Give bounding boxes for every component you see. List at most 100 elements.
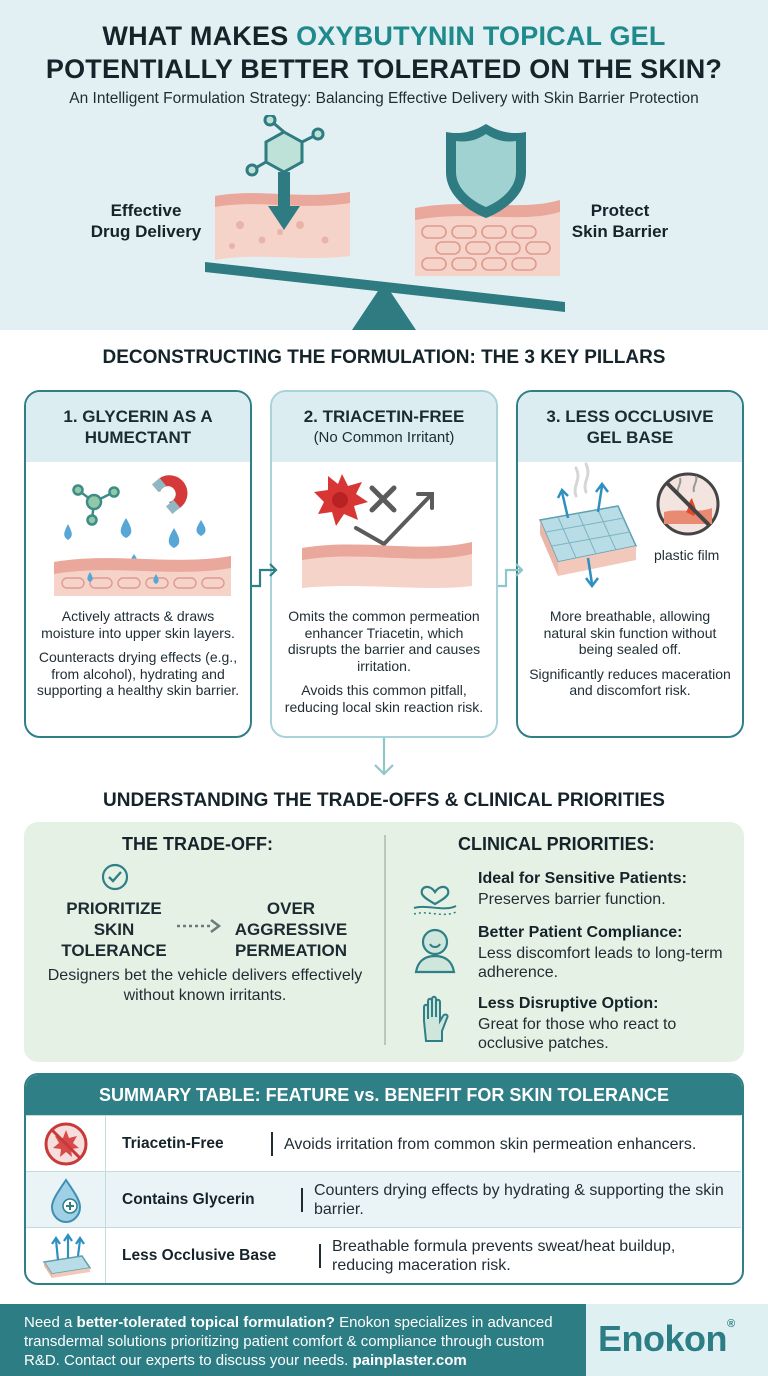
brand-logo-mark: ® <box>727 1318 735 1330</box>
pillar-glycerin: 1. GLYCERIN AS A HUMECTANT <box>24 390 252 738</box>
right-scale-label: Protect Skin Barrier <box>560 200 680 242</box>
priority-desc: Less discomfort leads to long-term adher… <box>478 945 723 981</box>
molecule-icon <box>72 484 120 526</box>
tradeoff-left-1: PRIORITIZE <box>66 899 162 918</box>
irritant-burst-icon <box>314 474 368 526</box>
priority-less-disruptive: Less Disruptive Option: Great for those … <box>410 995 730 1055</box>
footer-logo-panel <box>586 1304 768 1376</box>
magnet-icon <box>151 475 188 515</box>
title-highlight: OXYBUTYNIN TOPICAL GEL <box>296 21 666 51</box>
no-irritant-icon <box>44 1122 88 1166</box>
tradeoff-right-3: PERMEATION <box>234 941 348 960</box>
skin-layer-icon <box>302 542 472 588</box>
pillar-title-line1: 2. TRIACETIN-FREE <box>303 407 465 426</box>
footer-text-1: Need a <box>24 1314 77 1331</box>
priorities-title: CLINICAL PRIORITIES: <box>458 834 655 854</box>
check-arrow-icon <box>354 492 434 547</box>
pillar-p2: Significantly reduces maceration and dis… <box>529 665 731 699</box>
tradeoff-description: Designers bet the vehicle delivers effec… <box>47 967 363 1004</box>
pillar-title-line2: HUMECTANT <box>84 428 192 447</box>
header-banner <box>0 0 768 330</box>
pillar-subtitle: (No Common Irritant) <box>313 429 455 446</box>
tradeoff-right-block: OVER AGGRESSIVE PERMEATION <box>222 898 360 961</box>
pillars-heading: DECONSTRUCTING THE FORMULATION: THE 3 KE… <box>102 347 666 368</box>
table-feature: Less Occlusive Base <box>122 1247 277 1264</box>
cross-icon <box>369 485 397 513</box>
tradeoff-right-1: OVER <box>266 899 316 918</box>
pillar-illustration <box>26 462 250 602</box>
breathable-icon <box>42 1233 92 1278</box>
hand-icon <box>423 995 449 1042</box>
pillar-less-occlusive: 3. LESS OCCLUSIVE GEL BASE <box>516 390 744 738</box>
title-line2: POTENTIALLY BETTER TOLERATED ON THE SKIN… <box>45 54 723 84</box>
down-arrow-icon <box>374 738 394 776</box>
pillar-triacetin-free: 2. TRIACETIN-FREE (No Common Irritant) O… <box>270 390 498 738</box>
summary-table-heading: SUMMARY TABLE: FEATURE vs. BENEFIT FOR S… <box>26 1075 742 1115</box>
priority-title: Less Disruptive Option: <box>478 995 659 1012</box>
shield-icon <box>446 124 526 218</box>
left-label-line2: Drug Delivery <box>90 222 202 241</box>
priority-desc: Preserves barrier function. <box>478 891 666 908</box>
table-row-icon-cell <box>26 1116 106 1172</box>
tradeoff-right-2: AGGRESSIVE <box>234 920 348 939</box>
table-benefit: Avoids irritation from common skin perme… <box>284 1135 697 1153</box>
pillar-p2: Avoids this common pitfall, reducing loc… <box>284 682 484 715</box>
tradeoffs-divider <box>384 835 386 1045</box>
no-plastic-film-icon <box>656 472 720 536</box>
flow-arrow-icon <box>498 563 524 588</box>
table-row: Contains Glycerin Counters drying effect… <box>26 1171 741 1228</box>
tradeoffs-heading: UNDERSTANDING THE TRADE-OFFS & CLINICAL … <box>103 790 665 811</box>
heart-skin-icon <box>413 885 457 916</box>
priority-title: Ideal for Sensitive Patients: <box>478 870 687 887</box>
pillar-illustration: plastic film <box>518 462 742 602</box>
priority-compliance: Better Patient Compliance: Less discomfo… <box>410 924 730 984</box>
table-benefit: Breathable formula prevents sweat/heat b… <box>332 1238 676 1274</box>
breathable-mesh-icon <box>538 462 638 589</box>
balance-scale-illustration <box>205 115 565 330</box>
brand-logo: Enokon® <box>598 1318 735 1360</box>
pillar-title-line1: 1. GLYCERIN AS A <box>63 407 213 426</box>
table-separator <box>319 1244 321 1268</box>
left-label-line1: Effective <box>110 201 182 220</box>
summary-table: SUMMARY TABLE: FEATURE vs. BENEFIT FOR S… <box>24 1073 744 1285</box>
down-arrow-icon <box>268 172 300 230</box>
drop-plus-icon <box>50 1178 82 1224</box>
page-subtitle: An Intelligent Formulation Strategy: Bal… <box>69 90 699 107</box>
footer-text-bold: better-tolerated topical formulation? <box>76 1314 335 1331</box>
pillar-body: More breathable, allowing natural skin f… <box>518 602 742 699</box>
tradeoff-left-block: PRIORITIZE SKIN TOLERANCE <box>52 898 176 961</box>
table-feature: Triacetin-Free <box>122 1135 224 1152</box>
title-pre: WHAT MAKES <box>102 21 297 51</box>
pillar-title: 2. TRIACETIN-FREE (No Common Irritant) <box>272 392 496 462</box>
balance-scale-icon <box>352 282 416 330</box>
patient-icon <box>414 928 456 974</box>
pillar-illustration <box>272 462 496 602</box>
footer-website-link[interactable]: painplaster.com <box>352 1352 467 1369</box>
pillar-title-line1: 3. LESS OCCLUSIVE <box>546 407 714 426</box>
pillar-title: 3. LESS OCCLUSIVE GEL BASE <box>518 392 742 462</box>
molecule-icon <box>245 115 325 177</box>
brand-logo-text: Enokon <box>598 1318 728 1359</box>
tradeoff-left-3: TOLERANCE <box>61 941 167 960</box>
table-row-icon-cell <box>26 1172 106 1228</box>
skin-layer-icon <box>54 556 231 596</box>
tradeoff-left-2: SKIN <box>93 920 135 939</box>
table-feature: Contains Glycerin <box>122 1191 255 1208</box>
plastic-film-label: plastic film <box>654 547 719 563</box>
page-title: WHAT MAKES OXYBUTYNIN TOPICAL GEL POTENT… <box>0 20 768 86</box>
table-row: Triacetin-Free Avoids irritation from co… <box>26 1115 741 1172</box>
table-separator <box>301 1188 303 1212</box>
table-row: Less Occlusive Base Breathable formula p… <box>26 1227 741 1283</box>
table-separator <box>271 1132 273 1156</box>
footer-cta-text: Need a better-tolerated topical formulat… <box>24 1313 584 1370</box>
check-circle-icon <box>101 863 129 891</box>
pillar-p1: Omits the common permeation enhancer Tri… <box>287 608 481 674</box>
left-scale-label: Effective Drug Delivery <box>86 200 206 242</box>
pillar-title-line2: GEL BASE <box>586 428 674 447</box>
priority-title: Better Patient Compliance: <box>478 924 683 941</box>
table-row-icon-cell <box>26 1228 106 1283</box>
right-label-line1: Protect <box>590 201 650 220</box>
pillar-p1: More breathable, allowing natural skin f… <box>543 608 717 657</box>
priority-sensitive: Ideal for Sensitive Patients: Preserves … <box>410 870 730 920</box>
flow-arrow-icon <box>252 563 278 588</box>
